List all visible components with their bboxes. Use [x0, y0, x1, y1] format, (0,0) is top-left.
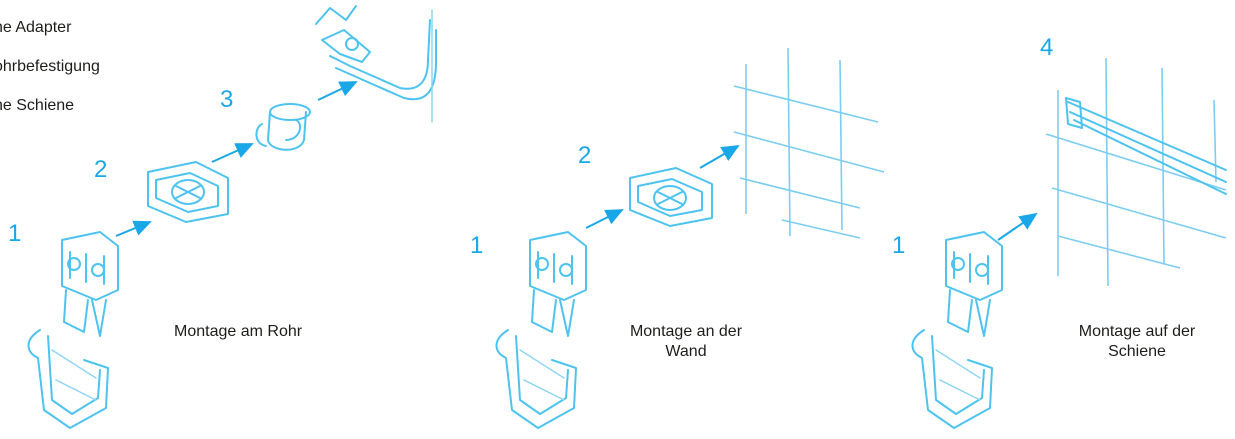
rail-grid-icon [1046, 58, 1226, 286]
step-number: 4 [1040, 36, 1053, 60]
pipe-clamp-icon [256, 104, 310, 150]
sensor-bracket-icon [29, 232, 119, 428]
arrow-icon [998, 214, 1036, 240]
arrow-icon [212, 144, 252, 162]
step-number: 2 [578, 144, 591, 168]
caption-wall-mounting: Montage an der Wand [618, 322, 754, 362]
wall-adapter-icon [148, 162, 228, 222]
step-number: 1 [8, 222, 21, 246]
wall-grid-icon [734, 48, 884, 238]
step-number: 1 [470, 234, 483, 258]
sensor-bracket-icon [913, 232, 1003, 428]
sensor-bracket-icon [497, 232, 587, 428]
step-number: 2 [94, 158, 107, 182]
caption-pipe-mounting: Montage am Rohr [174, 322, 302, 342]
step-number: 3 [220, 88, 233, 112]
arrow-icon [700, 146, 738, 168]
step-number: 1 [892, 234, 905, 258]
arrow-icon [116, 222, 150, 236]
pipe-icon [316, 6, 436, 122]
caption-rail-mounting: Montage auf der Schiene [1062, 322, 1212, 362]
arrow-icon [586, 210, 622, 228]
arrow-icon [318, 82, 356, 100]
wall-adapter-icon [630, 168, 712, 226]
